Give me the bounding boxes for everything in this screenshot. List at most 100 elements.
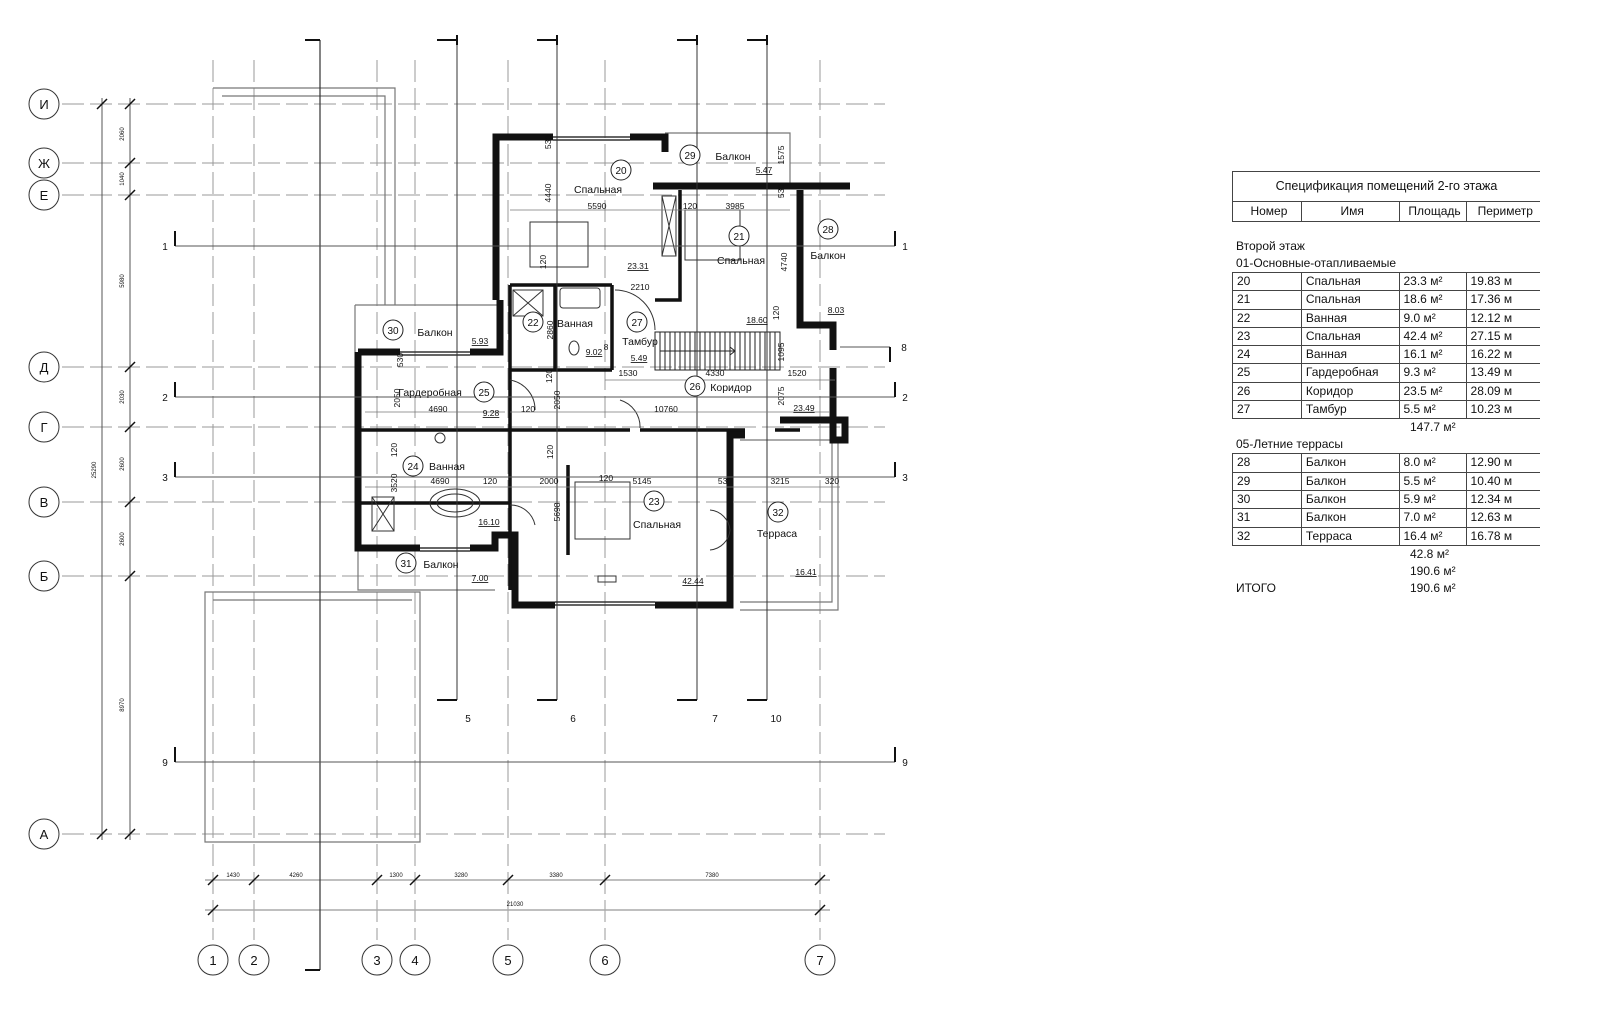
bottom-dimension: 4260	[289, 873, 303, 879]
group-subtotal: 42.8 м²	[1410, 546, 1449, 561]
cell-number: 25	[1237, 365, 1251, 380]
plan-dimension: 120	[599, 473, 613, 483]
room-number-bubble	[728, 225, 750, 247]
bottom-overall-dimension: 21030	[507, 902, 524, 908]
dimension-tick	[124, 361, 136, 373]
grid-row-bubble	[28, 486, 60, 518]
room-number-bubble	[684, 375, 706, 397]
section-label: 3	[162, 473, 168, 484]
room-name: Балкон	[423, 559, 458, 571]
grid-row-bubble	[28, 179, 60, 211]
bottom-dimension: 1300	[389, 873, 403, 879]
room-number: 20	[615, 166, 627, 177]
bottom-dimension: 1430	[226, 873, 240, 879]
cell-area: 7.0 м²	[1398, 509, 1466, 527]
grid-column-label: 3	[373, 953, 380, 968]
cell-number: 26	[1237, 383, 1251, 398]
plan-dimension: 120	[683, 201, 697, 211]
plan-dimension: 4690	[431, 476, 450, 486]
cell-number: 23	[1237, 328, 1251, 343]
dimension-tick	[124, 496, 136, 508]
grid-column-label: 2	[250, 953, 257, 968]
spec-title: Спецификация помещений 2-го этажа	[1232, 171, 1540, 202]
dimension-tick	[409, 874, 421, 886]
cell-number: 20	[1237, 274, 1251, 288]
section-arrow	[305, 39, 320, 971]
plan-dimension: 2000	[540, 476, 559, 486]
grid-row-bubble	[28, 147, 60, 179]
dimension-tick	[124, 189, 136, 201]
section-arrow	[174, 382, 896, 397]
plan-dimension: 120	[389, 443, 399, 457]
plan-dimension: 2050	[552, 390, 562, 409]
room-number-bubble	[522, 311, 544, 333]
grid-column-bubble	[361, 944, 393, 976]
dimension-tick	[371, 874, 383, 886]
room-number: 26	[689, 382, 701, 393]
room-area: 16.10	[478, 517, 500, 527]
grid-row-label: Д	[40, 360, 49, 375]
cell-name: Балкон	[1300, 490, 1399, 509]
section-arrow	[537, 35, 558, 701]
staircase	[654, 331, 781, 371]
cell-area: 5.9 м²	[1398, 490, 1466, 509]
room-number-bubble	[473, 381, 495, 403]
section-arrow	[437, 35, 458, 701]
plan-dimension: 120	[538, 255, 548, 269]
header-name: Имя	[1300, 202, 1399, 221]
plan-dimension: 5590	[588, 201, 607, 211]
bottom-dimension: 7380	[705, 873, 719, 879]
plan-dimension: 530	[543, 135, 553, 149]
section-arrow	[174, 747, 896, 762]
grid-row-bubble	[28, 560, 60, 592]
grid-row-bubble	[28, 88, 60, 120]
room-name: Спальная	[717, 255, 765, 267]
section-label: 2	[902, 393, 908, 404]
group-subtotal-row: 42.8 м²	[1232, 546, 1540, 563]
group-subtotal-row: 147.7 м²	[1232, 419, 1540, 436]
section-label: 10	[770, 714, 782, 725]
dimension-tick	[96, 828, 108, 840]
header-number: Номер	[1250, 204, 1288, 218]
plan-dimension: 8	[604, 342, 609, 352]
cell-number: 27	[1237, 402, 1251, 417]
room-number: 29	[684, 151, 696, 162]
stair-outline	[654, 331, 781, 371]
room-area: 5.49	[631, 353, 648, 363]
room-name: Балкон	[715, 151, 750, 163]
plan-dimension: 120	[544, 369, 554, 383]
plan-dimension: 2075	[776, 386, 786, 405]
room-name: Балкон	[810, 250, 845, 262]
room-name: Гардеробная	[398, 387, 462, 399]
grid-row-bubble	[28, 351, 60, 383]
bottom-dimension: 3380	[549, 873, 563, 879]
cell-perimeter: 16.78 м	[1465, 527, 1540, 545]
room-number: 24	[407, 462, 419, 473]
plan-dimension: 120	[521, 404, 535, 414]
left-overall-dimension: 25290	[92, 461, 98, 478]
cell-number: 22	[1237, 310, 1251, 325]
cell-name: Балкон	[1300, 472, 1399, 490]
grid-row-bubble	[28, 411, 60, 443]
header-perimeter: Периметр	[1465, 202, 1540, 221]
dimension-line	[365, 209, 840, 488]
plan-dimension: 1520	[788, 368, 807, 378]
plan-dimension: 5145	[633, 476, 652, 486]
room-number: 23	[648, 497, 660, 508]
room-name: Тамбур	[622, 336, 658, 348]
cell-number: 31	[1237, 510, 1251, 525]
plan-dimension: 530	[395, 353, 405, 367]
room-name: Коридор	[710, 382, 752, 394]
room-number: 27	[631, 318, 643, 329]
grid-row-label: Б	[40, 569, 49, 584]
room-number-bubble	[643, 490, 665, 512]
